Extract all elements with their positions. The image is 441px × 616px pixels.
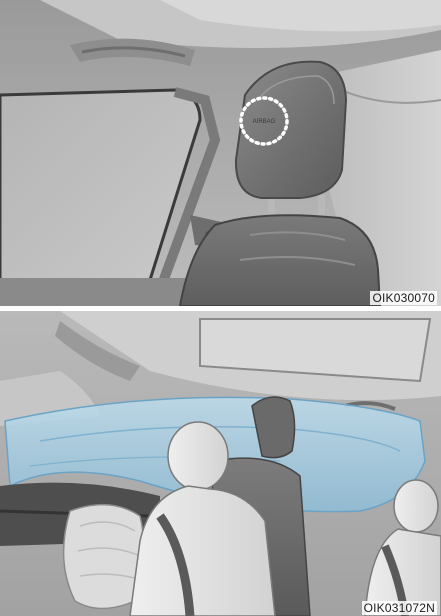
figure-caption-bottom: OIK031072N <box>362 601 437 615</box>
curtain-airbag-illustration <box>0 311 441 616</box>
headrest-illustration: AIRBAG <box>0 0 441 306</box>
headrest-airbag-label: AIRBAG <box>253 119 276 125</box>
figure-curtain-airbag-deployed: OIK031072N <box>0 311 441 616</box>
figure-headrest-airbag: AIRBAG OIK030070 <box>0 0 441 306</box>
figure-caption-top: OIK030070 <box>370 291 437 305</box>
